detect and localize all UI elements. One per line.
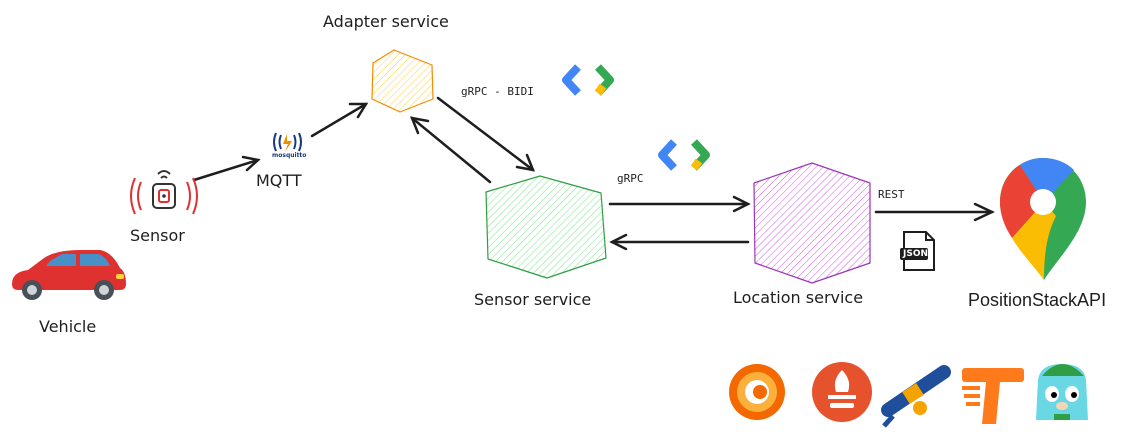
arrow-location-to-sensor-service (609, 233, 750, 251)
adapter-service-node (371, 49, 434, 113)
mosquitto-logo-text: mosquitto (272, 152, 307, 159)
grpc-bidi-label: gRPC - BIDI (461, 85, 534, 98)
grpc-label: gRPC (617, 172, 644, 185)
telescope-icon (881, 365, 951, 428)
rest-label: REST (878, 188, 905, 201)
gopher-icon (1036, 364, 1088, 420)
prometheus-icon (812, 362, 872, 422)
vehicle-label: Vehicle (39, 317, 97, 336)
sensor-icon (130, 170, 198, 215)
mqtt-label: MQTT (256, 171, 302, 190)
google-cloud-icon (562, 64, 614, 96)
location-service-label: Location service (733, 288, 864, 307)
arrow-sensor-to-mqtt (192, 155, 261, 182)
sensor-service-label: Sensor service (474, 290, 592, 309)
mosquitto-logo-icon (273, 132, 302, 152)
map-pin-icon (1000, 158, 1086, 280)
adapter-service-label: Adapter service (323, 12, 449, 31)
location-service-node (753, 162, 871, 284)
ko-build-icon (962, 368, 1024, 424)
arrow-location-to-api (874, 202, 995, 222)
position-stack-api-label: PositionStackAPI (968, 290, 1107, 310)
arrow-sensor-service-to-adapter (409, 116, 492, 184)
arrow-adapter-to-sensor-service (436, 96, 536, 172)
json-file-label: JSON (903, 249, 929, 259)
sensor-service-node (485, 175, 607, 279)
json-file-icon (900, 231, 935, 271)
grafana-icon (729, 364, 785, 420)
arrow-sensor-service-to-location (608, 195, 751, 213)
sensor-label: Sensor (130, 226, 185, 245)
arrow-mqtt-to-adapter (310, 102, 369, 138)
car-icon (12, 250, 126, 300)
google-cloud-icon (658, 139, 710, 171)
